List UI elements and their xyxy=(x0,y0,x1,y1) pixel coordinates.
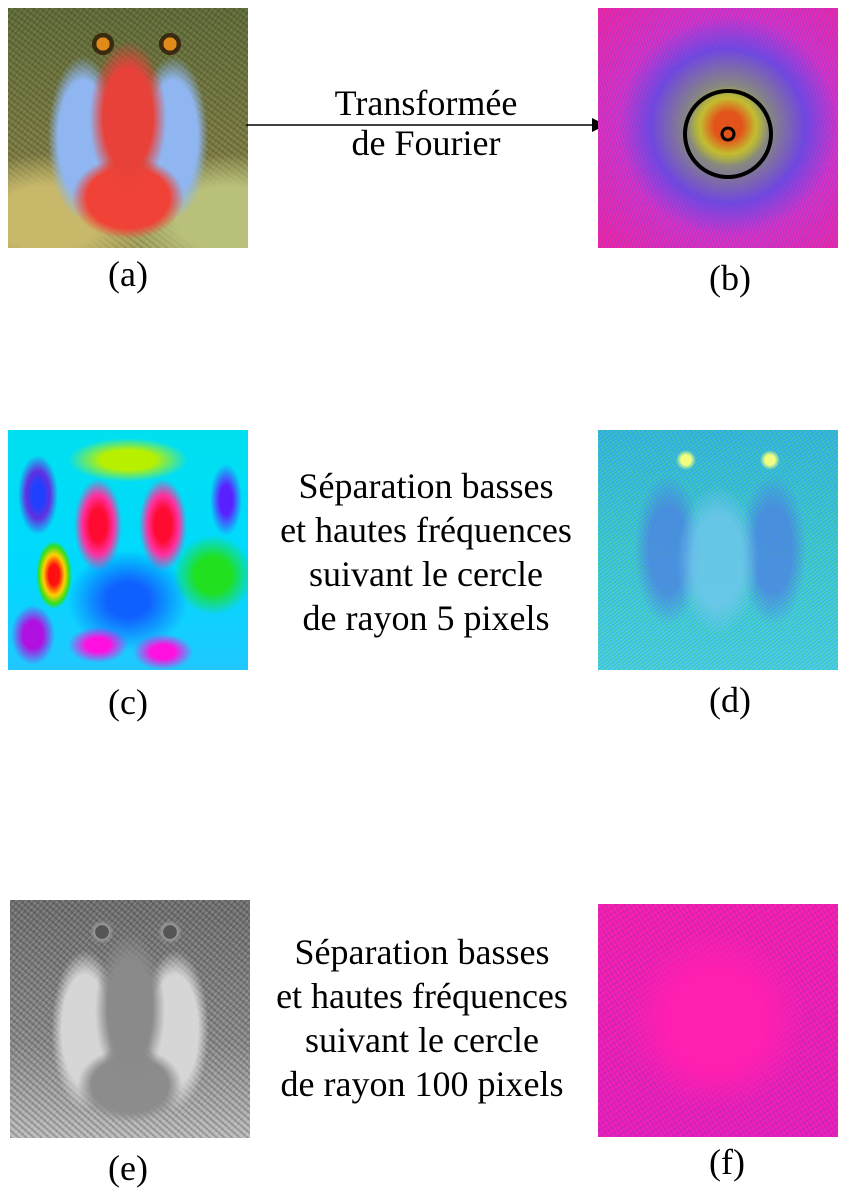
baboon-color-image xyxy=(8,8,248,248)
separation-r100-line3: suivant le cercle xyxy=(305,1020,539,1060)
separation-r100-line1: Séparation basses xyxy=(294,932,550,972)
high-frequency-image-r100 xyxy=(598,904,838,1137)
separation-r100-line4: de rayon 100 pixels xyxy=(280,1064,564,1104)
inner-circle xyxy=(720,126,736,142)
caption-c: (c) xyxy=(108,682,148,722)
high-frequency-image-r5 xyxy=(598,430,838,670)
arrow-label-line2: de Fourier xyxy=(351,123,501,163)
separation-r5-line2: et hautes fréquences xyxy=(280,510,572,550)
caption-e: (e) xyxy=(108,1148,148,1188)
low-frequency-image-r5 xyxy=(8,430,248,670)
separation-r5-line3: suivant le cercle xyxy=(309,554,543,594)
frequency-circles xyxy=(683,89,773,179)
arrow-label-line1: Transformée xyxy=(334,83,518,123)
caption-a: (a) xyxy=(108,254,148,294)
outer-circle xyxy=(683,89,773,179)
caption-f: (f) xyxy=(709,1142,745,1182)
low-frequency-image-r100 xyxy=(10,900,250,1138)
arrow-label: Transformée de Fourier xyxy=(246,83,606,163)
fourier-spectrum-image xyxy=(598,8,838,248)
separation-text-r5: Séparation basses et hautes fréquences s… xyxy=(246,464,606,640)
separation-text-r100: Séparation basses et hautes fréquences s… xyxy=(242,930,602,1106)
caption-d: (d) xyxy=(709,680,751,720)
separation-r100-line2: et hautes fréquences xyxy=(276,976,568,1016)
caption-b: (b) xyxy=(709,258,751,298)
separation-r5-line1: Séparation basses xyxy=(298,466,554,506)
separation-r5-line4: de rayon 5 pixels xyxy=(302,598,550,638)
